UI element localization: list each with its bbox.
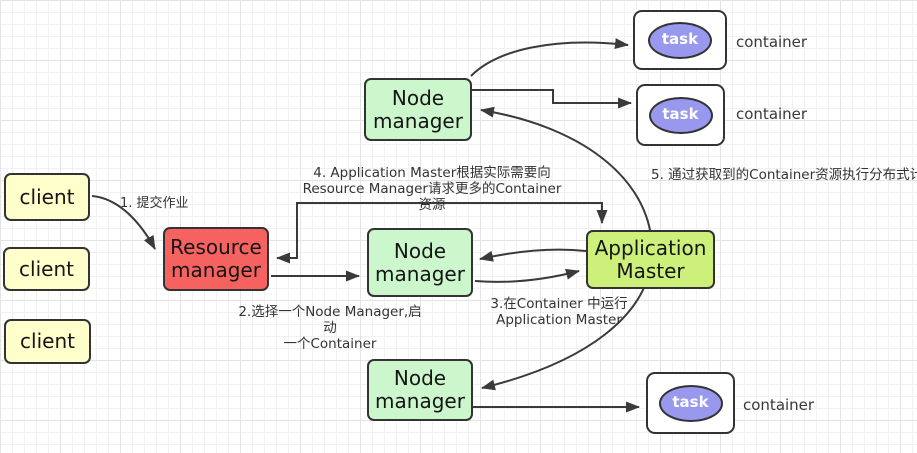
arrow-application-master-to-node-manager-middle bbox=[479, 248, 587, 262]
node-client-2: client bbox=[3, 247, 90, 291]
step-label-1: 1. 提交作业 bbox=[120, 196, 189, 211]
step-label-3-line-2: Application Master bbox=[496, 311, 622, 328]
node-application-master: Application Master bbox=[586, 230, 715, 289]
arrow-node-manager-top-to-container-2 bbox=[472, 89, 632, 109]
container-label-3: container bbox=[743, 396, 815, 414]
node-node-manager-top: Node manager bbox=[364, 78, 472, 141]
task-oval-1: task bbox=[648, 21, 712, 59]
node-node-manager-bottom: Node manager bbox=[367, 359, 473, 421]
step-label-2-line-1: 2.选择一个Node Manager,启动 bbox=[238, 304, 422, 336]
step-label-2: 2.选择一个Node Manager,启动 一个Container bbox=[232, 304, 428, 353]
node-client-3: client bbox=[4, 319, 91, 364]
step-label-5: 5. 通过获取到的Container资源执行分布式计算 bbox=[651, 167, 917, 183]
node-resource-manager: Resource manager bbox=[163, 227, 269, 291]
step-label-2-line-2: 一个Container bbox=[283, 335, 377, 352]
arrow-application-master-request-to-resource-manager bbox=[276, 202, 608, 264]
container-label-2: container bbox=[736, 105, 808, 123]
container-box-1: task bbox=[633, 10, 727, 70]
container-label-1: container bbox=[736, 33, 808, 51]
step-label-3-line-1: 3.在Container 中运行 bbox=[490, 296, 628, 312]
step-label-4-line-1: 4. Application Master根据实际需要向 bbox=[313, 165, 551, 181]
container-box-2: task bbox=[636, 84, 725, 146]
node-client-1: client bbox=[4, 173, 90, 221]
task-oval-3: task bbox=[658, 384, 723, 422]
task-oval-2: task bbox=[648, 96, 713, 134]
arrow-node-manager-middle-to-application-master bbox=[474, 268, 580, 283]
step-label-4: 4. Application Master根据实际需要向 Resource Ma… bbox=[296, 165, 568, 214]
step-label-4-line-2: Resource Manager请求更多的Container资源 bbox=[302, 180, 562, 213]
arrow-node-manager-top-to-container-1 bbox=[470, 38, 629, 77]
node-node-manager-middle: Node manager bbox=[367, 228, 473, 297]
container-box-3: task bbox=[646, 372, 735, 434]
step-label-3: 3.在Container 中运行 Application Master bbox=[486, 296, 632, 329]
arrow-client-to-resource-manager bbox=[91, 195, 156, 250]
